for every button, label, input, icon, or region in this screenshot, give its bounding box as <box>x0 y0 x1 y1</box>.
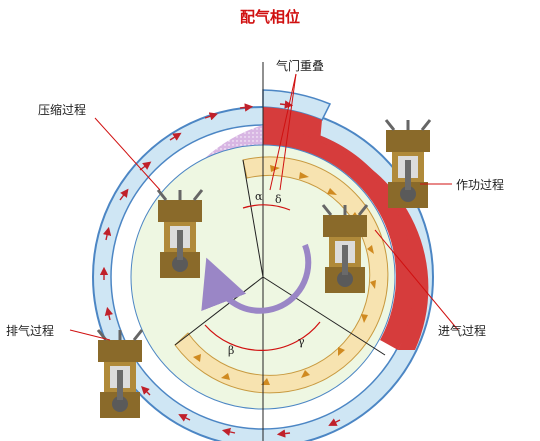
engine-cylinder-icon <box>384 118 432 210</box>
engine-cylinder-icon <box>321 203 369 295</box>
beta-label: β <box>228 344 234 357</box>
valve-overlap-label: 气门重叠 <box>276 58 324 73</box>
intake-label: 进气过程 <box>438 323 486 338</box>
leader-lines <box>69 73 459 341</box>
intake-band <box>174 156 389 394</box>
power-band-outer <box>320 142 429 350</box>
exhaust-label: 排气过程 <box>6 323 54 338</box>
alpha-label: α <box>255 190 263 203</box>
angle-arcs <box>204 204 321 351</box>
compression-label: 压缩过程 <box>38 102 86 117</box>
engine-cylinder-icon <box>156 188 204 280</box>
rotation-arrow <box>201 243 312 314</box>
power-band-top <box>263 107 322 142</box>
diagram-title: 配气相位 <box>240 8 300 26</box>
delta-label: δ <box>275 193 282 206</box>
power-label: 作功过程 <box>456 177 504 192</box>
engine-cylinder-icon <box>96 328 144 420</box>
gamma-label: γ <box>298 335 305 348</box>
exhaust-flow-arrows <box>99 100 341 438</box>
intake-flow-arrows <box>193 165 376 385</box>
